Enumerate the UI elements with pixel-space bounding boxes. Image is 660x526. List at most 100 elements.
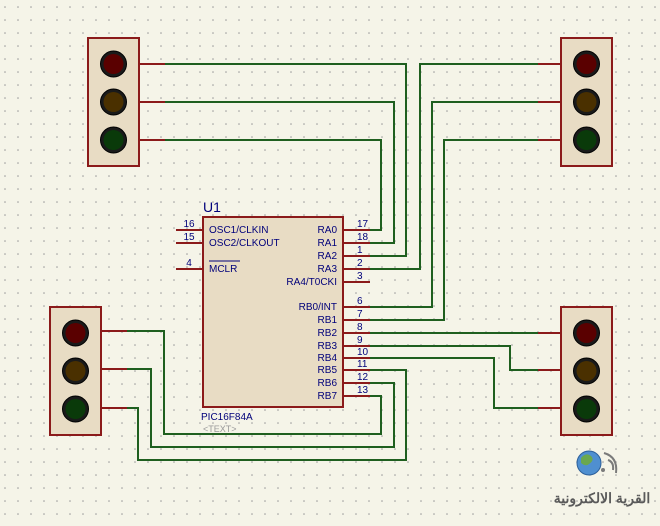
grid-dot — [290, 201, 292, 203]
grid-dot — [641, 97, 643, 99]
grid-dot — [589, 240, 591, 242]
grid-dot — [498, 136, 500, 138]
grid-dot — [433, 136, 435, 138]
grid-dot — [381, 97, 383, 99]
grid-dot — [550, 45, 552, 47]
grid-dot — [394, 474, 396, 476]
grid-dot — [69, 110, 71, 112]
chip-pin-number: 1 — [357, 245, 363, 256]
grid-dot — [121, 357, 123, 359]
grid-dot — [303, 500, 305, 502]
grid-dot — [134, 409, 136, 411]
grid-dot — [628, 279, 630, 281]
traffic-lights — [49, 37, 613, 436]
grid-dot — [82, 474, 84, 476]
grid-dot — [433, 487, 435, 489]
grid-dot — [316, 162, 318, 164]
grid-dot — [121, 513, 123, 515]
grid-dot — [550, 487, 552, 489]
grid-dot — [628, 357, 630, 359]
grid-dot — [498, 448, 500, 450]
grid-dot — [199, 253, 201, 255]
grid-dot — [524, 266, 526, 268]
grid-dot — [472, 58, 474, 60]
grid-dot — [225, 6, 227, 8]
grid-dot — [212, 32, 214, 34]
grid-dot — [238, 110, 240, 112]
grid-dot — [459, 435, 461, 437]
grid-dot — [472, 435, 474, 437]
grid-dot — [303, 149, 305, 151]
grid-dot — [485, 409, 487, 411]
grid-dot — [290, 175, 292, 177]
grid-dot — [121, 461, 123, 463]
wire-tr-yellow-rb0 — [370, 101, 538, 308]
grid-dot — [615, 214, 617, 216]
grid-dot — [472, 6, 474, 8]
grid-dot — [420, 487, 422, 489]
grid-dot — [368, 435, 370, 437]
grid-dot — [121, 344, 123, 346]
lamp-red — [576, 54, 597, 74]
grid-dot — [82, 448, 84, 450]
grid-dot — [290, 435, 292, 437]
grid-dot — [524, 409, 526, 411]
grid-dot — [394, 279, 396, 281]
grid-dot — [108, 422, 110, 424]
grid-dot — [641, 253, 643, 255]
grid-dot — [4, 370, 6, 372]
grid-dot — [589, 279, 591, 281]
grid-dot — [550, 461, 552, 463]
grid-dot — [329, 136, 331, 138]
grid-dot — [277, 84, 279, 86]
grid-dot — [95, 32, 97, 34]
grid-dot — [43, 487, 45, 489]
grid-dot — [628, 214, 630, 216]
grid-dot — [43, 331, 45, 333]
grid-dot — [160, 97, 162, 99]
grid-dot — [160, 240, 162, 242]
grid-dot — [30, 110, 32, 112]
grid-dot — [446, 175, 448, 177]
grid-dot — [355, 71, 357, 73]
traffic-light-bottom-right — [560, 306, 613, 436]
grid-dot — [394, 6, 396, 8]
grid-dot — [43, 214, 45, 216]
grid-dot — [30, 214, 32, 216]
grid-dot — [433, 45, 435, 47]
grid-dot — [160, 344, 162, 346]
grid-dot — [212, 214, 214, 216]
grid-dot — [56, 162, 58, 164]
grid-dot — [251, 201, 253, 203]
grid-dot — [407, 149, 409, 151]
grid-dot — [472, 136, 474, 138]
grid-dot — [264, 58, 266, 60]
grid-dot — [576, 474, 578, 476]
grid-dot — [238, 448, 240, 450]
grid-dot — [329, 175, 331, 177]
grid-dot — [225, 110, 227, 112]
grid-dot — [290, 474, 292, 476]
grid-dot — [407, 396, 409, 398]
grid-dot — [485, 318, 487, 320]
satellite-dish-icon — [603, 452, 618, 474]
grid-dot — [355, 188, 357, 190]
grid-dot — [225, 188, 227, 190]
grid-dot — [524, 227, 526, 229]
grid-dot — [264, 422, 266, 424]
grid-dot — [212, 123, 214, 125]
grid-dot — [485, 227, 487, 229]
grid-dot — [17, 474, 19, 476]
grid-dot — [121, 409, 123, 411]
grid-dot — [537, 214, 539, 216]
grid-dot — [446, 279, 448, 281]
grid-dot — [212, 110, 214, 112]
grid-dot — [368, 201, 370, 203]
chip-text-placeholder: <TEXT> — [203, 424, 237, 434]
grid-dot — [160, 383, 162, 385]
grid-dot — [615, 318, 617, 320]
grid-dot — [238, 175, 240, 177]
grid-dot — [485, 123, 487, 125]
grid-dot — [264, 84, 266, 86]
grid-dot — [303, 487, 305, 489]
